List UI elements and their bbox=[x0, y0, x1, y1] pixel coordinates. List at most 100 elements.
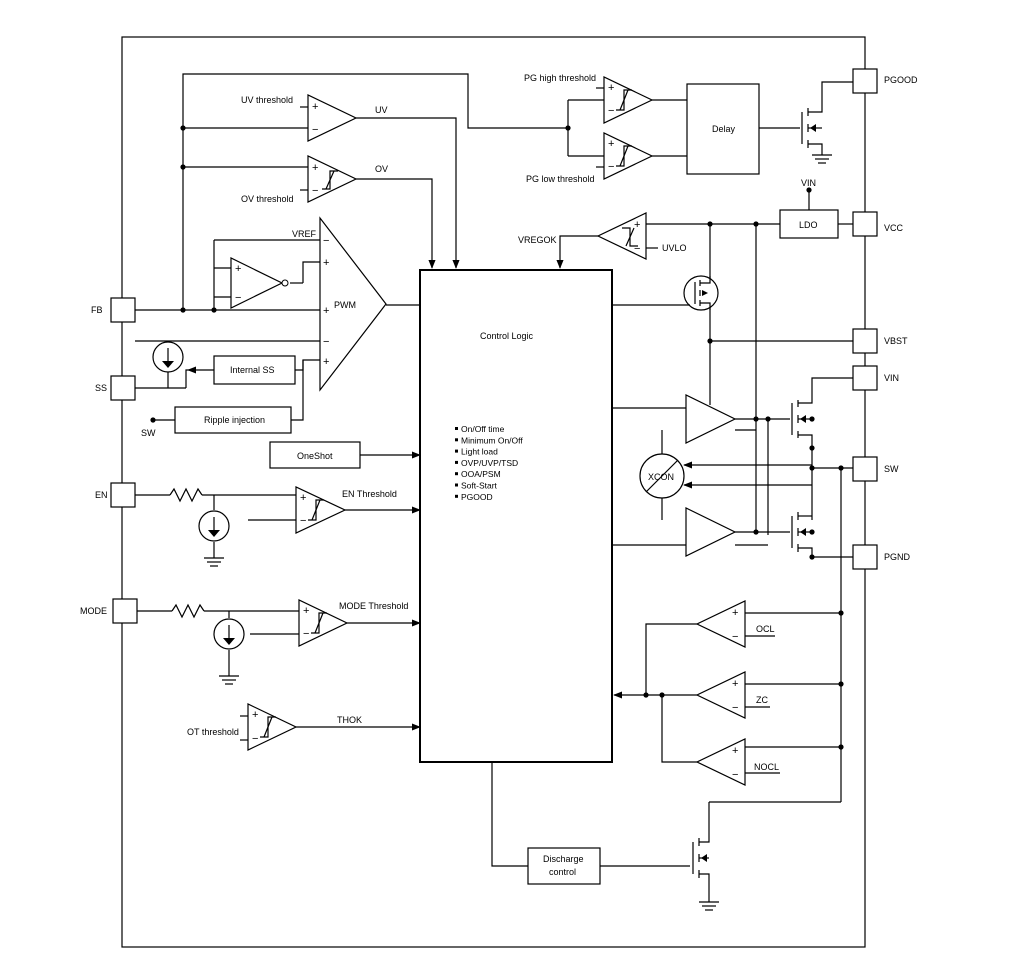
svg-text:+: + bbox=[312, 162, 318, 174]
pin-sw bbox=[852, 456, 878, 482]
svg-text:+: + bbox=[608, 82, 614, 94]
svg-text:−: − bbox=[312, 124, 318, 136]
en-comparator: + − bbox=[295, 486, 347, 534]
control-logic-item: OOA/PSM bbox=[461, 469, 501, 479]
thok-label: THOK bbox=[337, 715, 362, 725]
oneshot-block bbox=[269, 441, 361, 469]
control-logic-item: On/Off time bbox=[461, 424, 505, 434]
pin-label-ss: SS bbox=[95, 383, 107, 393]
mode-current-source-icon bbox=[213, 618, 245, 650]
svg-text:+: + bbox=[323, 356, 329, 368]
ot-threshold-label: OT threshold bbox=[187, 727, 239, 737]
pins bbox=[110, 68, 878, 624]
left-wiring bbox=[135, 73, 604, 741]
control-logic-title: Control Logic bbox=[480, 331, 534, 341]
svg-text:−: − bbox=[732, 631, 738, 643]
mode-threshold-label: MODE Threshold bbox=[339, 601, 408, 611]
sw-input-label: SW bbox=[141, 428, 156, 438]
pin-vin bbox=[852, 365, 878, 391]
pg-section: + − + − bbox=[596, 76, 853, 180]
pin-vcc bbox=[852, 211, 878, 237]
control-logic-item: Light load bbox=[461, 447, 498, 457]
delay-block bbox=[686, 83, 760, 175]
pin-label-pgood: PGOOD bbox=[884, 75, 918, 85]
control-logic-bullet bbox=[455, 472, 458, 476]
nocl-label: NOCL bbox=[754, 762, 779, 772]
svg-text:−: − bbox=[323, 235, 329, 247]
internal-ss-block bbox=[213, 355, 296, 385]
delay-label: Delay bbox=[712, 124, 736, 134]
ot-comparator: + − bbox=[247, 703, 298, 751]
pin-vbst bbox=[852, 328, 878, 354]
uv-label: UV bbox=[375, 105, 388, 115]
svg-text:−: − bbox=[323, 336, 329, 348]
pg-high-threshold-label: PG high threshold bbox=[524, 73, 596, 83]
pin-fb bbox=[110, 297, 136, 323]
ripple-injection-label: Ripple injection bbox=[204, 415, 265, 425]
svg-text:−: − bbox=[235, 292, 241, 304]
pin-mode bbox=[112, 598, 138, 624]
pin-label-en: EN bbox=[95, 490, 108, 500]
svg-text:+: + bbox=[732, 607, 738, 619]
discharge-control-block bbox=[527, 847, 601, 885]
svg-text:+: + bbox=[732, 745, 738, 757]
svg-text:−: − bbox=[252, 733, 258, 745]
en-current-source-icon bbox=[198, 510, 230, 542]
pwm-comparator: − + + − + bbox=[319, 216, 387, 392]
svg-text:+: + bbox=[323, 257, 329, 269]
control-logic-bullet bbox=[455, 483, 458, 487]
control-logic-bullet bbox=[455, 460, 458, 464]
xcon-label: XCON bbox=[648, 472, 674, 482]
uv-comparator: + − bbox=[307, 94, 358, 142]
vref-label: VREF bbox=[292, 229, 317, 239]
ldo-section: + − bbox=[556, 190, 853, 420]
svg-text:−: − bbox=[732, 702, 738, 714]
ldo-label: LDO bbox=[799, 220, 818, 230]
vin-top-label: VIN bbox=[801, 178, 816, 188]
ss-current-source-icon bbox=[152, 341, 184, 373]
zc-label: ZC bbox=[756, 695, 768, 705]
ripple-injection-block bbox=[174, 406, 292, 434]
oneshot-label: OneShot bbox=[297, 451, 333, 461]
mode-comparator: + − bbox=[298, 599, 349, 647]
pin-en bbox=[110, 482, 136, 508]
left-junctions bbox=[150, 125, 812, 423]
control-logic-item: Soft-Start bbox=[461, 481, 498, 491]
svg-text:+: + bbox=[312, 101, 318, 113]
en-threshold-label: EN Threshold bbox=[342, 489, 397, 499]
control-logic-bullet bbox=[455, 438, 458, 442]
ov-label: OV bbox=[375, 164, 388, 174]
control-logic-block bbox=[419, 269, 613, 763]
discharge-section bbox=[491, 762, 719, 911]
pin-label-sw: SW bbox=[884, 464, 899, 474]
pin-ss bbox=[110, 375, 136, 401]
control-logic-bullet bbox=[455, 494, 458, 498]
svg-text:+: + bbox=[323, 305, 329, 317]
ov-comparator: + − bbox=[307, 155, 358, 203]
svg-text:+: + bbox=[252, 709, 258, 721]
pin-label-mode: MODE bbox=[80, 606, 107, 616]
ov-threshold-label: OV threshold bbox=[241, 194, 294, 204]
pwm-label: PWM bbox=[334, 300, 356, 310]
vregok-label: VREGOK bbox=[518, 235, 557, 245]
discharge-label-1: Discharge bbox=[543, 854, 584, 864]
svg-text:−: − bbox=[608, 105, 614, 117]
error-amplifier: + − bbox=[230, 257, 289, 309]
control-logic-item: PGOOD bbox=[461, 492, 493, 502]
svg-text:−: − bbox=[608, 161, 614, 173]
svg-text:+: + bbox=[300, 492, 306, 504]
power-stage bbox=[612, 377, 853, 802]
pin-pgnd bbox=[852, 544, 878, 570]
svg-text:+: + bbox=[235, 263, 241, 275]
control-logic-bullet bbox=[455, 427, 458, 430]
control-logic-bullet bbox=[455, 449, 458, 453]
control-logic-item: Minimum On/Off bbox=[461, 435, 523, 445]
pin-label-vcc: VCC bbox=[884, 223, 904, 233]
ocl-label: OCL bbox=[756, 624, 775, 634]
ldo-block bbox=[779, 209, 839, 239]
pin-label-vbst: VBST bbox=[884, 336, 908, 346]
svg-text:−: − bbox=[634, 243, 640, 255]
svg-text:+: + bbox=[634, 219, 640, 231]
